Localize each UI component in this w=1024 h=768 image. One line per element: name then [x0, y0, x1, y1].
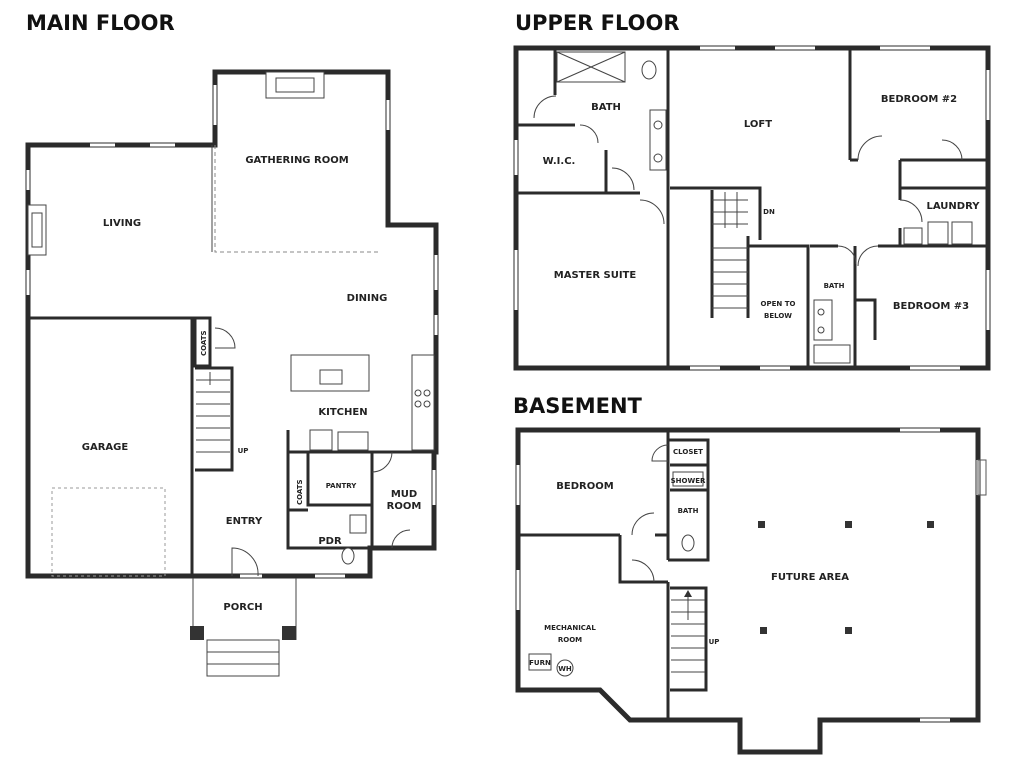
porch-label: PORCH	[223, 602, 262, 613]
furnace-label: FURN	[529, 659, 551, 667]
bedroom-3-label: BEDROOM #3	[893, 301, 969, 312]
main-floor-title: MAIN FLOOR	[26, 11, 175, 35]
laundry-label: LAUNDRY	[927, 201, 981, 212]
main-stair-up-label: UP	[238, 447, 249, 455]
pantry-label: PANTRY	[326, 482, 358, 490]
bedroom-2-label: BEDROOM #2	[881, 94, 957, 105]
basement-plan: CLOSET SHOWER BEDROOM BATH FUTURE AREA M…	[515, 427, 987, 755]
garage-label: GARAGE	[82, 442, 129, 453]
master-suite-label: MASTER SUITE	[554, 270, 637, 281]
pdr-label: PDR	[318, 536, 342, 547]
living-label: LIVING	[103, 218, 141, 229]
upper-bath-label: BATH	[591, 102, 621, 113]
mechanical-room-label-1: MECHANICAL	[544, 624, 596, 632]
loft-label: LOFT	[744, 119, 772, 130]
upper-floor-plan: BATH LOFT BEDROOM #2 W.I.C. LAUNDRY DN M…	[513, 45, 991, 371]
water-heater-label: WH	[558, 665, 572, 673]
coats-label-1: COATS	[200, 330, 208, 356]
entry-label: ENTRY	[226, 516, 263, 527]
shower-label: SHOWER	[671, 477, 706, 485]
basement-stair-up-label: UP	[709, 638, 720, 646]
kitchen-label: KITCHEN	[318, 407, 367, 418]
upper-stair-dn-label: DN	[763, 208, 775, 216]
main-floor-plan: GATHERING ROOM LIVING DINING KITCHEN GAR…	[25, 69, 439, 677]
wic-label: W.I.C.	[543, 156, 576, 167]
open-to-below-label-1: OPEN TO	[761, 300, 796, 308]
open-to-below-label-2: BELOW	[764, 312, 792, 320]
mud-room-label-2: ROOM	[387, 501, 422, 512]
upper-floor-title: UPPER FLOOR	[515, 11, 680, 35]
mechanical-room-label-2: ROOM	[558, 636, 582, 644]
future-area-label: FUTURE AREA	[771, 572, 849, 583]
basement-title: BASEMENT	[513, 394, 643, 418]
upper-bath-2-label: BATH	[824, 282, 845, 290]
basement-bedroom-label: BEDROOM	[556, 481, 613, 492]
closet-label: CLOSET	[673, 448, 703, 456]
gathering-room-label: GATHERING ROOM	[245, 155, 348, 166]
mud-room-label-1: MUD	[391, 489, 417, 500]
coats-label-2: COATS	[296, 479, 304, 505]
dining-label: DINING	[347, 293, 388, 304]
basement-bath-label: BATH	[678, 507, 699, 515]
